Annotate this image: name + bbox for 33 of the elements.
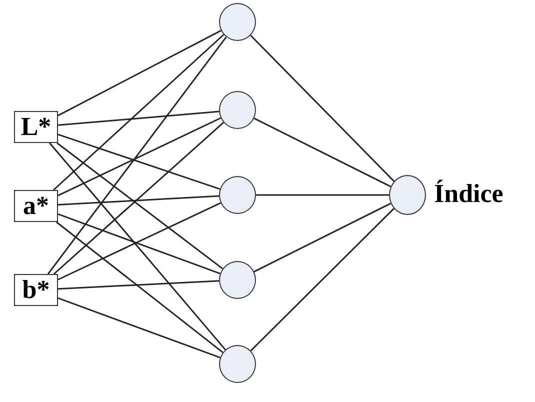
node-label: b*	[22, 275, 50, 305]
connector-line	[254, 118, 392, 188]
connector-line	[256, 194, 389, 196]
connector-line	[58, 134, 220, 190]
connector-line	[254, 202, 392, 272]
neuron-circle	[219, 261, 256, 299]
connector-line	[58, 297, 220, 358]
connector-line	[250, 34, 395, 182]
connector-line	[58, 195, 220, 206]
connector-line	[58, 117, 222, 196]
connector-line	[58, 202, 221, 280]
neuron-circle	[389, 175, 426, 215]
connector-line	[49, 142, 226, 350]
neuron-circle	[219, 176, 256, 214]
node-label: L*	[20, 112, 52, 142]
connector-line	[58, 30, 222, 116]
connector-line	[53, 122, 224, 275]
connector-line	[58, 213, 220, 274]
input-box	[14, 190, 58, 222]
connector-line	[58, 110, 220, 126]
input-box	[14, 111, 58, 143]
node-label: a*	[23, 191, 49, 221]
connector-line	[58, 280, 220, 290]
connector-line	[56, 142, 224, 270]
connector-line	[56, 221, 224, 354]
neuron-circle	[219, 91, 256, 129]
connector-line	[250, 208, 394, 352]
connector-line	[47, 36, 227, 274]
output-label: Índice	[434, 179, 504, 209]
neuron-circle	[219, 3, 256, 41]
neuron-circle	[219, 345, 256, 383]
input-box	[14, 274, 58, 306]
connector-line	[53, 34, 224, 191]
